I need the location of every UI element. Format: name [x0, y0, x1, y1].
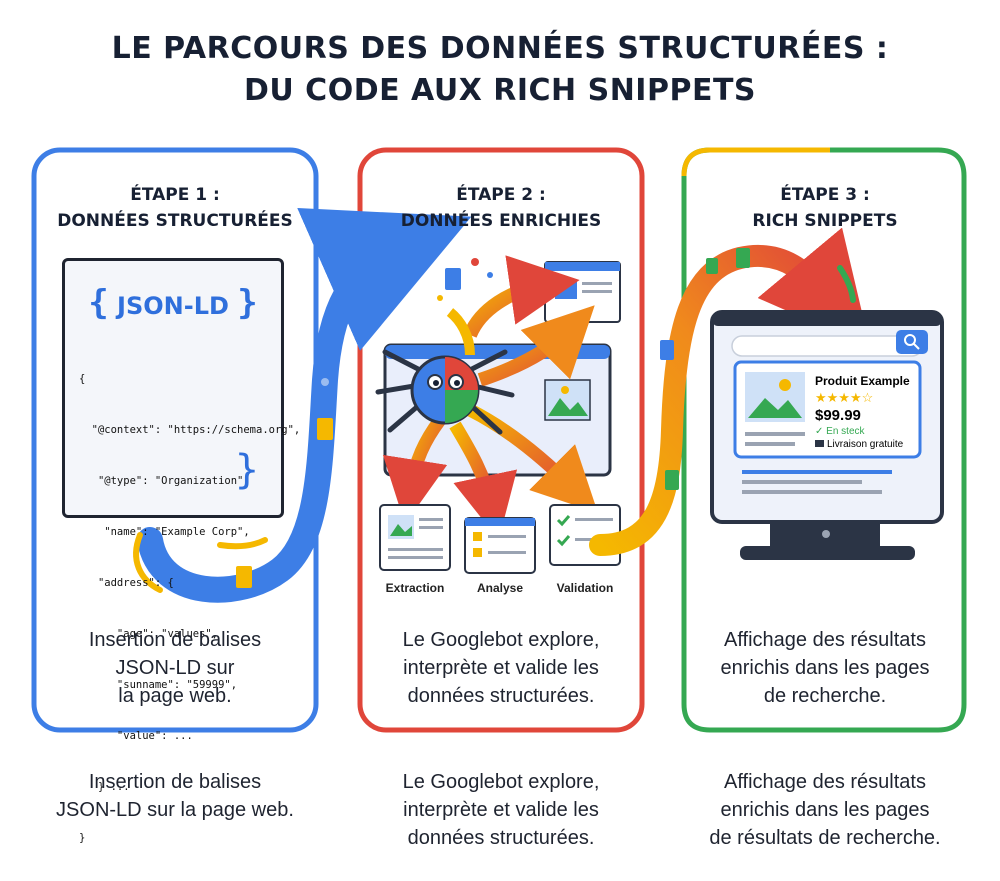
step3-description-line: enrichis dans les pages [720, 657, 930, 679]
analysis-icon [464, 517, 536, 574]
snippet-stock: ✓ En steck [815, 426, 866, 437]
step1-footer: Insertion de balises JSON-LD sur la page… [30, 768, 320, 824]
json-ld-code-box: { JSON-LD } { "@context": "https://schem… [62, 258, 300, 844]
title-line-1: LE PARCOURS DES DONNÉES STRUCTURÉES : [111, 31, 889, 66]
step3-description: Affichage des résultats enrichis dans le… [700, 626, 950, 710]
code-line: { [79, 373, 86, 385]
step1-footer-line: JSON-LD sur la page web. [56, 799, 294, 821]
step3-footer-line: enrichis dans les pages [720, 799, 930, 821]
label-validation: Validation [556, 581, 614, 595]
code-line: "@type": "Organization", [79, 475, 250, 487]
page-thumbnail [544, 261, 621, 323]
step1-footer-line: Insertion de balises [88, 771, 262, 793]
step2-footer-line: données structurées. [407, 827, 595, 849]
step3-title-line-1: ÉTAPE 3 : [780, 185, 870, 205]
step1-description-line: JSON-LD sur [115, 657, 235, 679]
document-icon [236, 418, 333, 588]
step2-footer-line: Le Googlebot explore, [402, 771, 600, 793]
code-line: "name": "Example Corp", [79, 526, 250, 538]
step3-footer: Affichage des résultats enrichis dans le… [680, 768, 970, 852]
rich-snippet-card: Produit Example ★★★★☆ $99.99 ✓ En steck … [733, 360, 922, 459]
flow-arrow-2-to-3 [589, 227, 871, 556]
step1-title-line-2: DONNÉES STRUCTURÉES [57, 211, 293, 231]
step1-description: Insertion de balises JSON-LD sur la page… [50, 626, 300, 710]
search-icon[interactable] [896, 330, 928, 354]
flow-arrow-1-to-2 [137, 208, 472, 603]
label-analyse: Analyse [476, 581, 524, 595]
step1-title-line-1: ÉTAPE 1 : [130, 185, 220, 205]
snippet-title: Produit Example [815, 374, 910, 388]
code-line: "sunname": "59999", [79, 679, 238, 691]
page-title: LE PARCOURS DES DONNÉES STRUCTURÉES : DU… [0, 28, 1000, 112]
label-extraction: Extraction [385, 581, 445, 595]
code-line: "age": "values", [79, 628, 219, 640]
code-line: "@context": "https://schema.org", [79, 424, 301, 436]
step2-description-line: données structurées. [407, 685, 595, 707]
snippet-price: $99.99 [815, 407, 861, 424]
step3-description-line: de recherche. [763, 685, 887, 707]
step2-title-line-1: ÉTAPE 2 : [456, 185, 546, 205]
json-closing-brace: } [234, 447, 259, 493]
step2-description-line: interprète et valide les [403, 657, 599, 679]
code-line: } [79, 832, 86, 844]
step2-footer-line: interprète et valide les [403, 799, 599, 821]
googlebot-spider-icon [375, 349, 515, 435]
snippet-shipping: Livraison gratuite [827, 439, 904, 450]
step3-footer-line: de résultats de recherche. [709, 827, 941, 849]
step2-footer: Le Googlebot explore, interprète et vali… [356, 768, 646, 852]
code-line: "value": ... [79, 730, 193, 742]
step3-description-line: Affichage des résultats [724, 629, 926, 651]
json-brace-open: { [88, 283, 109, 323]
code-line: } ... [79, 781, 130, 793]
step2-description-line: Le Googlebot explore, [402, 629, 600, 651]
json-ld-label: JSON-LD [117, 292, 229, 320]
snippet-rating-stars: ★★★★☆ [815, 390, 873, 405]
json-ld-code: { "@context": "https://schema.org", "@ty… [79, 337, 300, 881]
step2-title-line-2: DONNÉES ENRICHIES [400, 211, 602, 231]
extraction-icon [379, 504, 451, 571]
step2-description: Le Googlebot explore, interprète et vali… [376, 626, 626, 710]
code-line: "address": { [79, 577, 174, 589]
step1-title: ÉTAPE 1 : DONNÉES STRUCTURÉES [45, 182, 305, 234]
step1-description-line: la page web. [118, 685, 232, 707]
step3-footer-line: Affichage des résultats [724, 771, 926, 793]
step3-title: ÉTAPE 3 : RICH SNIPPETS [695, 182, 955, 234]
json-ld-heading: { JSON-LD } [65, 283, 281, 323]
step3-title-line-2: RICH SNIPPETS [752, 211, 898, 231]
title-line-2: DU CODE AUX RICH SNIPPETS [243, 73, 757, 108]
json-brace-close: } [237, 283, 258, 323]
step1-description-line: Insertion de balises [88, 629, 262, 651]
step2-title: ÉTAPE 2 : DONNÉES ENRICHIES [371, 182, 631, 234]
